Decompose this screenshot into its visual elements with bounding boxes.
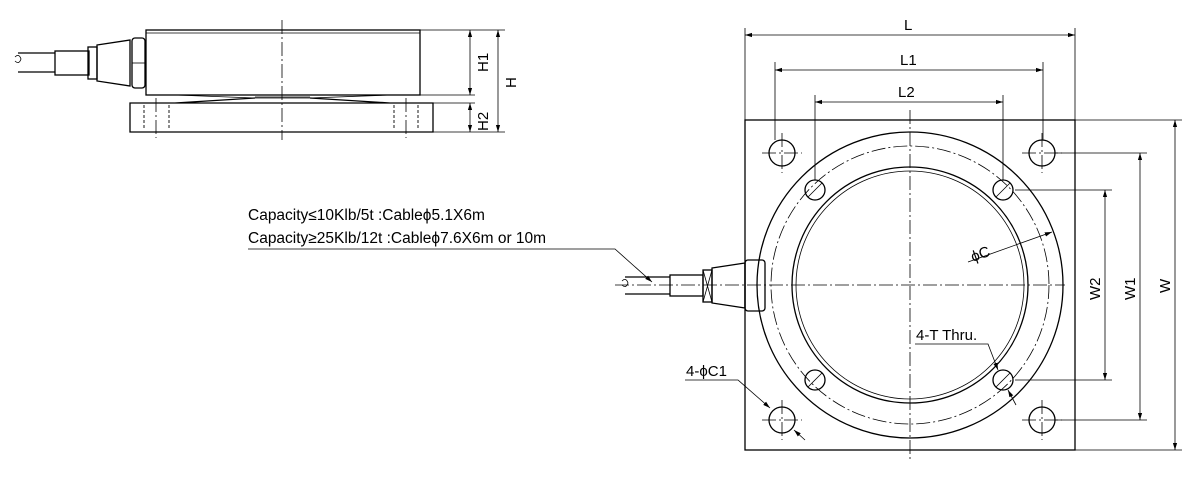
ring-holes: [804, 179, 1014, 391]
label-h1: H1: [475, 53, 492, 72]
leader-phi-c: [967, 231, 1053, 263]
top-view: L L1 L2 W W1 W2 ϕC 4-T Thru. 4-ϕC1: [615, 17, 1182, 460]
note-line-2: Capacity≥25Klb/12t :Cableϕ7.6X6m or 10m: [248, 230, 546, 247]
sensor-body: [145, 29, 421, 96]
label-h: H: [503, 77, 520, 88]
base-plate: [129, 97, 434, 133]
label-thru: 4-T Thru.: [916, 327, 977, 344]
label-phi-c: ϕC: [969, 243, 993, 266]
note-leader: [248, 248, 653, 283]
label-w1: W1: [1122, 278, 1139, 301]
cable-break-icon: [14, 55, 22, 63]
corner-holes: [762, 133, 1062, 440]
cable: [18, 52, 55, 73]
label-l1: L1: [900, 52, 917, 69]
cable-notes: Capacity≤10Klb/5t :Cableϕ5.1X6m Capacity…: [248, 207, 653, 283]
centerlines: [615, 110, 1065, 460]
leader-phi-c1: [685, 379, 771, 409]
cable-top: [625, 276, 670, 295]
cable-gland: [96, 39, 131, 87]
label-h2: H2: [475, 112, 492, 131]
label-phi-c1: 4-ϕC1: [686, 363, 727, 380]
side-view: H1 H2 H: [14, 20, 520, 140]
label-l: L: [904, 17, 912, 34]
note-line-1: Capacity≤10Klb/5t :Cableϕ5.1X6m: [248, 207, 485, 224]
label-w2: W2: [1087, 278, 1104, 301]
label-w: W: [1157, 278, 1174, 293]
leader-thru: [915, 343, 999, 371]
label-l2: L2: [898, 84, 915, 101]
